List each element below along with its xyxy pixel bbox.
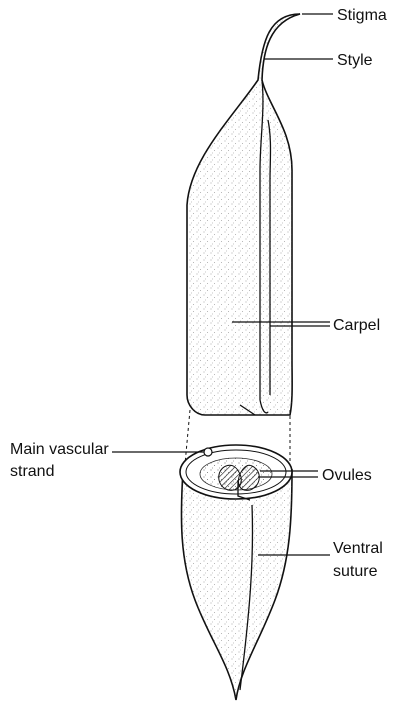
- label-ventral-2: suture: [333, 563, 378, 580]
- label-main-vascular-2: strand: [10, 463, 54, 480]
- label-carpel: Carpel: [333, 317, 380, 334]
- label-ventral-1: Ventral: [333, 540, 383, 557]
- label-main-vascular-1: Main vascular: [10, 441, 109, 458]
- cross-section: [180, 445, 292, 500]
- vascular-strand-dot: [204, 448, 212, 456]
- label-ovules: Ovules: [322, 467, 372, 484]
- upper-carpel: [187, 14, 300, 415]
- label-stigma: Stigma: [337, 7, 387, 24]
- lower-carpel: [181, 470, 292, 700]
- label-style: Style: [337, 52, 373, 69]
